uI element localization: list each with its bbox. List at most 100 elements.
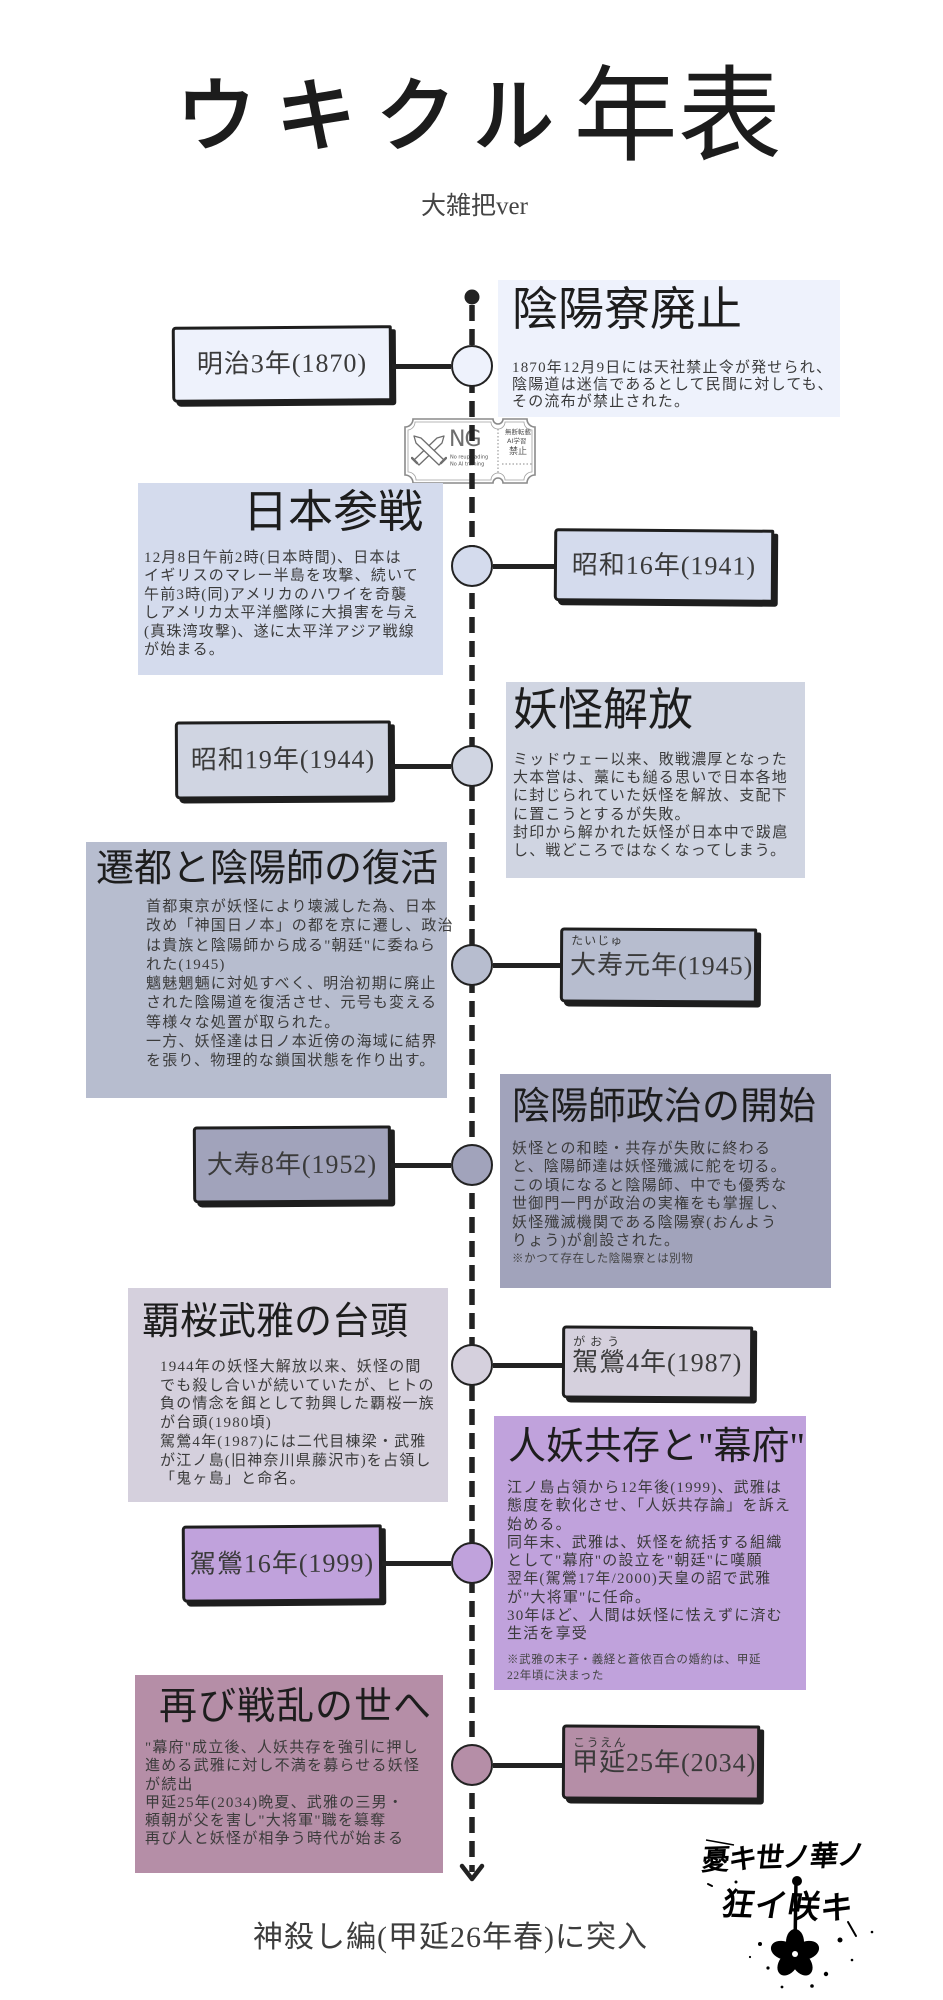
event-note: ※武雅の末子・義経と蒼依百合の婚約は、甲延 22年頃に決まった: [507, 1653, 761, 1684]
event-body: 妖怪との和睦・共存が失敗に終わると、陰陽師達は妖怪殲滅に舵を切る。この頃になると…: [512, 1140, 787, 1250]
body-line: し、戦どころではなくなってしまう。: [513, 843, 787, 860]
body-line: が江ノ島(旧神奈川県藤沢市)を占領し: [160, 1452, 432, 1469]
era-date-label: 昭和16年(1941): [553, 528, 775, 603]
era-ruby: がおう: [573, 1334, 625, 1349]
event-card: 妖怪解放 ミッドウェー以来、敗戦濃厚となった大本営は、藁にも縋る思いで日本各地に…: [506, 682, 805, 878]
body-line: 封印から解かれた妖怪が日本中で跋扈: [513, 824, 789, 841]
body-line: 首都東京が妖怪により壊滅した為、日本: [146, 899, 438, 915]
page-subtitle: 大雑把ver: [421, 193, 528, 220]
era-date-text: 駕鶯4年(1987): [571, 1347, 743, 1377]
timeline-node: [451, 1344, 493, 1386]
body-line: が"大将軍"に任命。: [507, 1589, 652, 1606]
event-title: 遷都と陰陽師の復活: [96, 848, 439, 890]
body-line: この頃になると陰陽師、中でも優秀な: [512, 1177, 788, 1194]
timeline-node: [451, 1144, 493, 1186]
body-line: に封じられていた妖怪を解放、支配下: [513, 788, 788, 805]
body-line: 甲延25年(2034)晩夏、武雅の三男・: [145, 1794, 404, 1811]
event-title: 覇桜武雅の台頭: [142, 1301, 409, 1343]
body-line: 等様々な処置が取られた。: [146, 1014, 341, 1031]
body-line: として"幕府"の設立を"朝廷"に嘆願: [507, 1553, 763, 1570]
event-body: "幕府"成立後、人妖共存を強引に押し進める武雅に対し不満を募らせる妖怪が続出甲延…: [145, 1739, 420, 1849]
ink-splatter-icon: [705, 1839, 874, 1989]
body-line: が始まる。: [144, 642, 226, 659]
era-date-label: こうえん 甲延25年(2034): [561, 1724, 761, 1801]
body-line: 12月8日午前2時(日本時間)、日本は: [144, 550, 402, 566]
event-card: 陰陽寮廃止 1870年12月9日には天社禁止令が発せられ、陰陽道は迷信であるとし…: [498, 280, 840, 417]
era-ruby: こうえん: [573, 1735, 628, 1750]
era-date-label: 明治3年(1870): [171, 325, 393, 403]
event-card: 遷都と陰陽師の復活 首都東京が妖怪により壊滅した為、日本改め「神国日ノ本」の都を…: [86, 842, 453, 1098]
era-date-label: がおう 駕鶯4年(1987): [561, 1325, 754, 1400]
body-line: に置こうとするが失敗。: [513, 806, 691, 823]
body-line: 負の情念を餌として勃興した覇桜一族: [160, 1396, 435, 1413]
note-line: 22年頃に決まった: [507, 1669, 604, 1682]
body-line: と、陰陽師達は妖怪殲滅に舵を切る。: [512, 1159, 787, 1176]
timeline-node: [451, 745, 493, 787]
body-line: 同年末、武雅は、妖怪を統括する組織: [507, 1534, 783, 1551]
era-date-text: 駕鶯16年(1999): [189, 1547, 375, 1579]
body-line: 駕鶯4年(1987)には二代目棟梁・武雅: [160, 1433, 427, 1450]
timeline-node: [451, 944, 493, 986]
event-card: 陰陽師政治の開始 妖怪との和睦・共存が失敗に終わると、陰陽師達は妖怪殲滅に舵を切…: [500, 1074, 831, 1288]
body-line: れた(1945): [146, 956, 226, 973]
event-title: 陰陽師政治の開始: [512, 1086, 817, 1128]
body-line: された陰陽道を復活させ、元号も変える: [146, 995, 438, 1012]
next-arc-text: 神殺し編(甲延26年春)に突入: [253, 1921, 648, 1954]
body-line: 大本営は、藁にも縋る思いで日本各地: [513, 770, 788, 787]
logo-text-line2: 狂イ咲キ: [719, 1884, 857, 1928]
event-title: 再び戦乱の世へ: [159, 1686, 433, 1728]
era-date-text: 明治3年(1870): [196, 348, 368, 379]
connector-line: [391, 1163, 451, 1168]
era-date-text: 昭和19年(1944): [190, 744, 376, 775]
timeline-node: [451, 1542, 493, 1584]
event-body: 1870年12月9日には天社禁止令が発せられ、陰陽道は迷信であるとして民間に対し…: [512, 360, 834, 411]
title-kanji: 年表: [573, 60, 782, 175]
no-reupload-stamp: NG No reuploading No AI training 無断転載 AI…: [403, 417, 537, 485]
body-line: 30年ほど、人間は妖怪に怯えずに済む: [507, 1608, 783, 1625]
event-body: 江ノ島占領から12年後(1999)、武雅は態度を軟化させ、「人妖共存論」を訴え始…: [507, 1479, 791, 1644]
connector-line: [391, 764, 451, 769]
body-line: 魑魅魍魎に対処すべく、明治初期に廃止: [146, 976, 437, 993]
era-date-label: たいじゅ 大寿元年(1945): [559, 927, 758, 1004]
body-line: が台頭(1980頃): [160, 1415, 272, 1432]
era-date-text: 甲延25年(2034): [571, 1747, 757, 1777]
event-card: 人妖共存と"幕府" 江ノ島占領から12年後(1999)、武雅は態度を軟化させ、「…: [494, 1416, 806, 1690]
event-card: 再び戦乱の世へ "幕府"成立後、人妖共存を強引に押し進める武雅に対し不満を募らせ…: [135, 1675, 443, 1873]
connector-line: [493, 564, 554, 569]
body-line: 妖怪との和睦・共存が失敗に終わる: [512, 1141, 772, 1157]
stamp-text-jp2: AI学習: [507, 437, 527, 445]
connector-line: [493, 1763, 562, 1768]
body-line: (真珠湾攻撃)、遂に太平洋アジア戦線: [144, 623, 415, 640]
event-title: 日本参戦: [242, 487, 423, 537]
event-note: ※かつて存在した陰陽寮とは別物: [512, 1252, 694, 1268]
timeline-arrow-icon: [459, 1863, 485, 1882]
event-body: 首都東京が妖怪により壊滅した為、日本改め「神国日ノ本」の都を京に遷し、政治は貴族…: [146, 898, 454, 1072]
era-ruby: たいじゅ: [571, 933, 624, 948]
stamp-text-jp3: 禁止: [509, 446, 527, 457]
body-line: が続出: [145, 1776, 194, 1793]
body-line: を張り、物理的な鎖国状態を作り出す。: [146, 1053, 436, 1070]
page-title: ウキクル 年表: [176, 66, 782, 170]
series-logo: 憂キ世ノ華ノ 狂イ咲キ: [700, 1836, 892, 1992]
era-date-label: 昭和19年(1944): [174, 720, 392, 800]
body-line: でも殺し合いが続いていたが、ヒトの: [160, 1377, 435, 1394]
connector-line: [382, 1561, 451, 1566]
era-date-text: 昭和16年(1941): [571, 549, 757, 581]
body-line: 午前3時(同)アメリカのハワイを奇襲: [144, 586, 408, 603]
body-line: 態度を軟化させ、「人妖共存論」を訴え: [507, 1498, 792, 1515]
body-line: 改め「神国日ノ本」の都を京に遷し、政治: [146, 918, 454, 935]
title-kana: ウキクル: [176, 74, 574, 162]
stamp-text-no-reupload: No reuploading: [450, 454, 489, 460]
note-line: ※武雅の末子・義経と蒼依百合の婚約は、甲延: [507, 1654, 762, 1666]
body-line: りょう)が創設された。: [512, 1233, 681, 1250]
body-line: 1944年の妖怪大解放以来、妖怪の間: [160, 1359, 422, 1375]
body-line: ミッドウェー以来、敗戦濃厚となった: [513, 752, 788, 768]
body-line: 生活を享受: [507, 1626, 589, 1643]
connector-line: [493, 1363, 562, 1368]
crossed-hands-icon: [411, 435, 447, 466]
era-date-text: 大寿8年(1952): [206, 1149, 378, 1179]
era-date-label: 駕鶯16年(1999): [181, 1524, 383, 1603]
body-line: 頼朝が父を害し"大将軍"職を簒奪: [145, 1813, 387, 1830]
timeline-node: [451, 545, 493, 587]
body-line: 「鬼ヶ島」と命名。: [160, 1471, 306, 1488]
